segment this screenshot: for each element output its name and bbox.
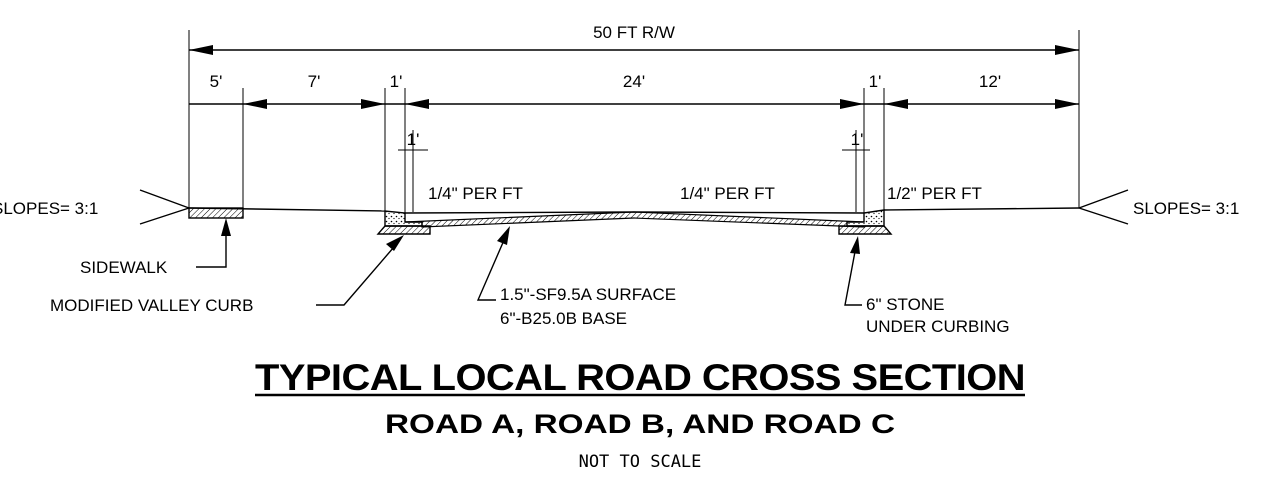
surface-callout-line2: 6"-B25.0B BASE	[500, 309, 627, 328]
lane-right-slope-label: 1/4" PER FT	[680, 184, 775, 203]
arrow-icon	[361, 99, 385, 109]
stone-base-right	[838, 225, 893, 235]
page-subtitle: ROAD A, ROAD B, AND ROAD C	[385, 409, 895, 439]
arrow-icon	[884, 99, 908, 109]
leader-arrow-icon	[221, 218, 231, 236]
arrow-icon	[840, 99, 864, 109]
buffer-right-width-label: 12'	[979, 72, 1001, 91]
gutter-right-label: 1'	[851, 130, 864, 149]
sidewalk-width-label: 5'	[210, 72, 223, 91]
scale-note: NOT TO SCALE	[579, 452, 702, 472]
curb-left-width-label: 1'	[390, 72, 403, 91]
slope-left-symbol: SLOPES= 3:1	[0, 189, 190, 225]
shoulder-right-slope-label: 1/2" PER FT	[887, 184, 982, 203]
sidewalk-leader: SIDEWALK	[80, 218, 231, 277]
sidewalk-block	[188, 207, 244, 219]
slope-left-label: SLOPES= 3:1	[0, 199, 98, 218]
pavement-width-label: 24'	[623, 72, 645, 91]
pavement-section	[404, 211, 865, 228]
sidewalk-callout: SIDEWALK	[80, 258, 168, 277]
arrow-icon	[1055, 99, 1079, 109]
stone-callout-line2: UNDER CURBING	[866, 317, 1010, 336]
surface-callout-line1: 1.5"-SF9.5A SURFACE	[500, 285, 676, 304]
buffer-left-width-label: 7'	[308, 72, 321, 91]
title-block: TYPICAL LOCAL ROAD CROSS SECTION ROAD A,…	[255, 357, 1026, 472]
stone-base-left	[376, 225, 431, 235]
gutter-dimensions: 1' 1'	[398, 130, 870, 212]
surface-leader: 1.5"-SF9.5A SURFACE 6"-B25.0B BASE	[476, 226, 676, 328]
arrow-icon	[405, 99, 429, 109]
page-title: TYPICAL LOCAL ROAD CROSS SECTION	[255, 357, 1025, 398]
segment-dimensions: 5' 7' 1' 24' 1' 12'	[189, 72, 1079, 214]
curb-right-width-label: 1'	[869, 72, 882, 91]
curb-callout: MODIFIED VALLEY CURB	[50, 296, 253, 315]
leader-arrow-icon	[497, 226, 510, 245]
road-profile	[188, 207, 1080, 235]
curb-leader: MODIFIED VALLEY CURB	[50, 235, 404, 315]
slope-right-symbol: SLOPES= 3:1	[1078, 189, 1239, 225]
row-width-label: 50 FT R/W	[593, 23, 675, 42]
gutter-left-label: 1'	[407, 130, 420, 149]
stone-leader: 6" STONE UNDER CURBING	[844, 236, 1010, 336]
row-dimension: 50 FT R/W	[188, 23, 1080, 210]
stone-callout-line1: 6" STONE	[866, 295, 944, 314]
arrow-icon	[243, 99, 267, 109]
lane-left-slope-label: 1/4" PER FT	[428, 184, 523, 203]
leader-arrow-icon	[386, 235, 404, 251]
arrow-left-icon	[189, 45, 213, 55]
leader-arrow-icon	[850, 236, 860, 254]
arrow-right-icon	[1055, 45, 1079, 55]
slope-right-label: SLOPES= 3:1	[1133, 199, 1239, 218]
